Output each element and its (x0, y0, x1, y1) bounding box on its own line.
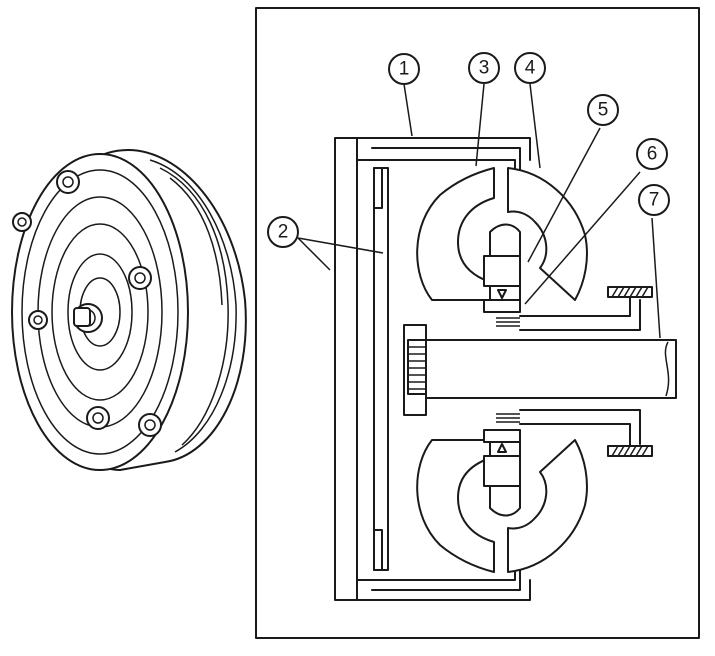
impeller-upper (507, 167, 588, 301)
lockup-clutch-plate (373, 167, 389, 571)
torque-converter-illustration (11, 149, 247, 471)
stud-bolt-icon (86, 406, 110, 430)
stud-bolt-icon (56, 170, 80, 194)
impeller-lower (507, 439, 588, 573)
callout-label: 6 (647, 144, 658, 165)
stud-bolt-icon (12, 212, 32, 232)
callout-4: 4 (514, 52, 546, 84)
cross-section-frame (255, 7, 700, 639)
turbine-upper (416, 167, 495, 301)
callout-label: 7 (649, 190, 660, 211)
stud-bolt-icon (128, 266, 152, 290)
callout-1: 1 (388, 53, 420, 85)
turbine-shaft (425, 339, 677, 399)
callout-label: 5 (598, 100, 609, 121)
callout-label: 4 (525, 58, 536, 79)
front-cover (334, 137, 531, 601)
stator-upper (483, 255, 521, 287)
leader-lines (297, 83, 661, 339)
callout-3: 3 (468, 52, 500, 84)
ground-hatch-upper (607, 286, 653, 298)
callout-2: 2 (267, 216, 299, 248)
callout-label: 3 (479, 58, 490, 79)
callout-6: 6 (636, 138, 668, 170)
callout-label: 2 (278, 222, 289, 243)
stator-lower (483, 455, 521, 487)
callout-label: 1 (399, 59, 410, 80)
stator-support (519, 297, 641, 331)
turbine-lower (416, 439, 495, 573)
stud-bolt-icon (138, 413, 162, 437)
cross-section-diagram (334, 137, 677, 601)
stud-bolt-icon (28, 310, 48, 330)
callout-5: 5 (587, 94, 619, 126)
ground-hatch-lower (607, 445, 653, 457)
callout-7: 7 (638, 184, 670, 216)
